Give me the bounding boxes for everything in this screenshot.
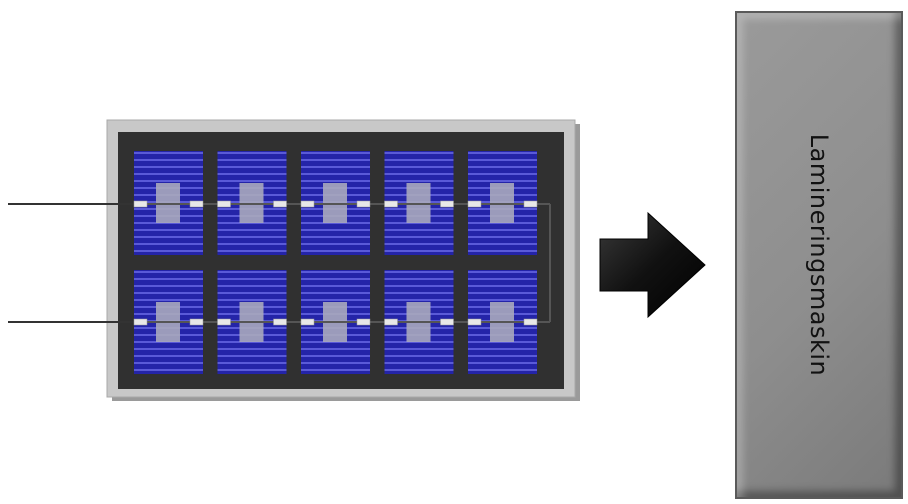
right-arrow-icon bbox=[599, 211, 706, 319]
solder-joint bbox=[440, 318, 454, 326]
solder-joint bbox=[467, 318, 482, 326]
solder-joint bbox=[217, 200, 231, 208]
solder-joint bbox=[523, 200, 538, 208]
solder-joint bbox=[300, 318, 315, 326]
solder-joint bbox=[133, 200, 148, 208]
solder-joint bbox=[356, 200, 371, 208]
solder-joint bbox=[467, 200, 482, 208]
solder-joint bbox=[300, 200, 315, 208]
solar-panel bbox=[8, 119, 580, 401]
solder-joint bbox=[384, 200, 398, 208]
machine-label: Lamineringsmaskin bbox=[805, 133, 833, 377]
solder-joint bbox=[273, 200, 287, 208]
solder-joint bbox=[189, 200, 204, 208]
solder-joint bbox=[356, 318, 371, 326]
string-wiring bbox=[8, 200, 551, 326]
solder-joint bbox=[523, 318, 538, 326]
solder-joint bbox=[384, 318, 398, 326]
solder-joint bbox=[217, 318, 231, 326]
solder-joint bbox=[273, 318, 287, 326]
solder-joint bbox=[440, 200, 454, 208]
solder-joint bbox=[133, 318, 148, 326]
solder-joint bbox=[189, 318, 204, 326]
laminating-machine: Lamineringsmaskin bbox=[735, 11, 903, 499]
